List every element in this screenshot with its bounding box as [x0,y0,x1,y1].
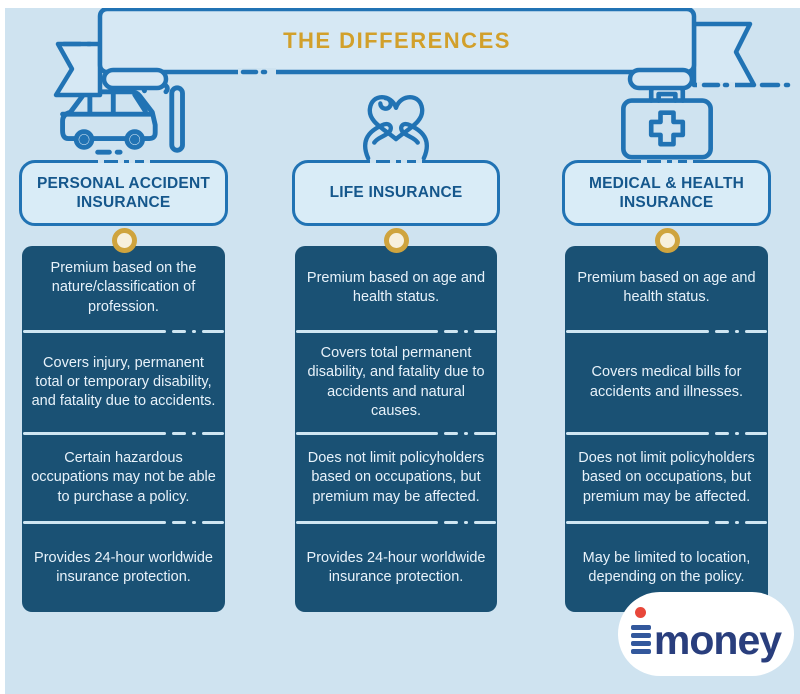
heart-in-hands-icon [295,82,497,160]
fact-cell: Covers medical bills for accidents and i… [589,364,744,400]
panel-medical-health: Premium based on age and health status. … [565,246,768,612]
gold-ring-connector [384,228,409,253]
fact-cell: Certain hazardous occupations may not be… [31,450,216,505]
fact-cell: Does not limit policyholders based on oc… [307,450,485,505]
panel-personal-accident: Premium based on the nature/classificati… [22,246,225,612]
imoney-wordmark: money [653,617,782,663]
divider [295,521,497,524]
title-personal-accident-insurance: PERSONAL ACCIDENT INSURANCE [19,160,228,226]
fact-cell: Premium based on the nature/classificati… [50,260,197,315]
divider [565,521,768,524]
fact-cell: Does not limit policyholders based on oc… [578,450,755,505]
title-life-insurance: LIFE INSURANCE [292,160,500,226]
white-left-margin [0,0,5,694]
column-title-label: PERSONAL ACCIDENT INSURANCE [36,174,211,211]
panel-life-insurance: Premium based on age and health status. … [295,246,497,612]
divider [565,330,768,333]
fact-cell: Premium based on age and health status. [577,269,756,305]
ribbon-tail-right [691,21,757,88]
fact-cell: Premium based on age and health status. [306,269,486,305]
divider [295,330,497,333]
white-top-margin [0,0,800,8]
fact-cell: Provides 24-hour worldwide insurance pro… [34,549,213,585]
divider [22,330,225,333]
divider [22,521,225,524]
fact-cell: Covers injury, permanent total or tempor… [31,354,216,410]
gold-ring-connector [654,228,680,253]
connector-dashes [97,160,150,163]
ribbon-fold-right [627,67,695,91]
banner-title: THE DIFFERENCES [283,28,511,53]
column-life-insurance: LIFE INSURANCE Premium based on age and … [292,0,500,694]
ribbon-banner [53,6,791,98]
imoney-logo: money [618,592,794,676]
imoney-red-dot [635,607,647,618]
fact-cell: Covers total permanent disability, and f… [307,345,485,419]
divider [295,432,497,435]
divider [22,432,225,435]
ribbon-band [97,6,697,75]
fact-cell: Provides 24-hour worldwide insurance pro… [306,549,486,585]
divider [565,432,768,435]
ribbon-fold-left [101,67,169,91]
imoney-logo-inner: money [630,607,782,663]
connector-dashes [640,160,693,163]
title-medical-health-insurance: MEDICAL & HEALTH INSURANCE [562,160,771,226]
gold-ring-connector [111,228,137,253]
ribbon-tail-left [53,41,103,98]
column-medical-health: MEDICAL & HEALTH INSURANCE Premium based… [562,0,771,694]
column-title-label: LIFE INSURANCE [329,184,463,202]
fact-cell: May be limited to location, depending on… [582,549,751,585]
imoney-i-glyph [630,607,651,654]
column-title-label: MEDICAL & HEALTH INSURANCE [588,174,745,211]
connector-dashes [370,160,422,163]
column-personal-accident: PERSONAL ACCIDENT INSURANCE Premium base… [19,0,228,694]
